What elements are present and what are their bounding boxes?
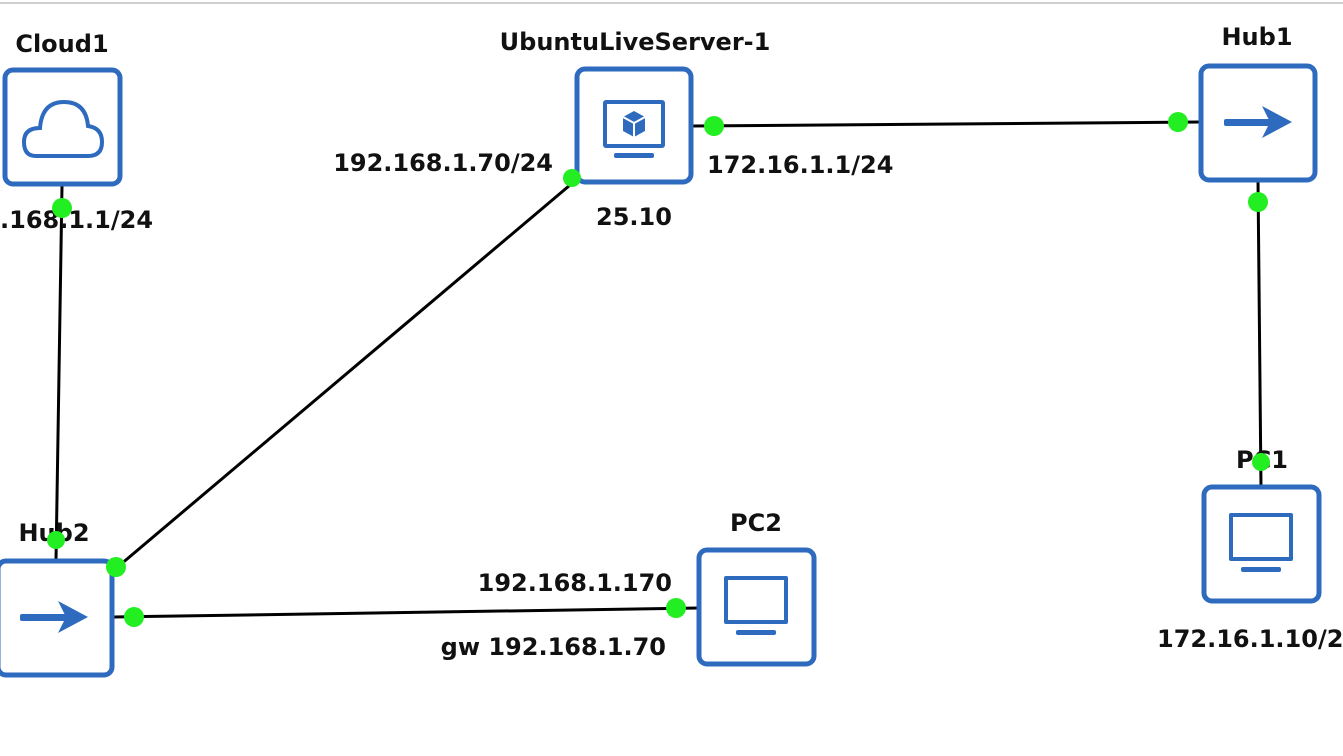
ubuntu-server-version: 25.10 bbox=[596, 203, 672, 231]
port-hub2-diag[interactable] bbox=[106, 557, 126, 577]
port-cloud1[interactable] bbox=[52, 198, 72, 218]
ubuntu-lan-ip-label: 192.168.1.70/24 bbox=[333, 149, 553, 177]
port-ubuntu-wan[interactable] bbox=[704, 116, 724, 136]
node-hub2[interactable]: Hub2 bbox=[0, 519, 115, 678]
pc2-ip-label: 192.168.1.170 bbox=[478, 569, 672, 597]
monitor-icon bbox=[1229, 513, 1293, 572]
link-hub2-pc2[interactable] bbox=[113, 606, 700, 619]
link-hub1-pc1[interactable] bbox=[1256, 179, 1263, 489]
pc2-gw-label: gw 192.168.1.70 bbox=[441, 633, 666, 661]
port-pc1[interactable] bbox=[1252, 453, 1270, 471]
monitor-icon bbox=[724, 576, 788, 635]
port-hub1-bottom[interactable] bbox=[1248, 192, 1268, 212]
pc1-ip-label: 172.16.1.10/2 bbox=[1157, 625, 1343, 653]
port-ubuntu-lan[interactable] bbox=[563, 169, 581, 187]
ubuntu-server-name: UbuntuLiveServer-1 bbox=[500, 28, 771, 56]
arrow-right-icon bbox=[1224, 106, 1292, 138]
hub1-name: Hub1 bbox=[1221, 23, 1292, 51]
link-ubuntu-hub1[interactable] bbox=[691, 120, 1201, 128]
server-icon bbox=[603, 100, 665, 158]
cloud1-name: Cloud1 bbox=[15, 30, 108, 58]
node-ubuntu-server[interactable]: UbuntuLiveServer-1 25.10 bbox=[500, 28, 771, 231]
port-hub2-top[interactable] bbox=[47, 531, 65, 549]
port-hub2-right[interactable] bbox=[124, 607, 144, 627]
link-cloud1-hub2[interactable] bbox=[54, 185, 64, 561]
node-pc1[interactable]: PC1 bbox=[1201, 446, 1322, 604]
node-hub1[interactable]: Hub1 bbox=[1198, 23, 1318, 183]
node-pc2[interactable]: PC2 bbox=[696, 509, 817, 667]
ports bbox=[47, 112, 1270, 627]
port-pc2[interactable] bbox=[666, 598, 686, 618]
pc2-name: PC2 bbox=[730, 509, 782, 537]
canvas-top-border bbox=[0, 2, 1343, 4]
node-cloud1[interactable]: Cloud1 bbox=[2, 30, 123, 187]
ubuntu-wan-ip-label: 172.16.1.1/24 bbox=[707, 151, 893, 179]
interface-labels: .168.1.1/24 192.168.1.70/24 172.16.1.1/2… bbox=[0, 149, 1343, 661]
links bbox=[54, 120, 1263, 619]
cloud1-ip-label: .168.1.1/24 bbox=[0, 206, 153, 234]
arrow-right-icon bbox=[20, 601, 88, 633]
link-ubuntu-hub2[interactable] bbox=[113, 178, 577, 572]
cloud-icon bbox=[21, 99, 105, 158]
port-hub1-left[interactable] bbox=[1168, 112, 1188, 132]
cloud1-box[interactable] bbox=[2, 67, 123, 187]
